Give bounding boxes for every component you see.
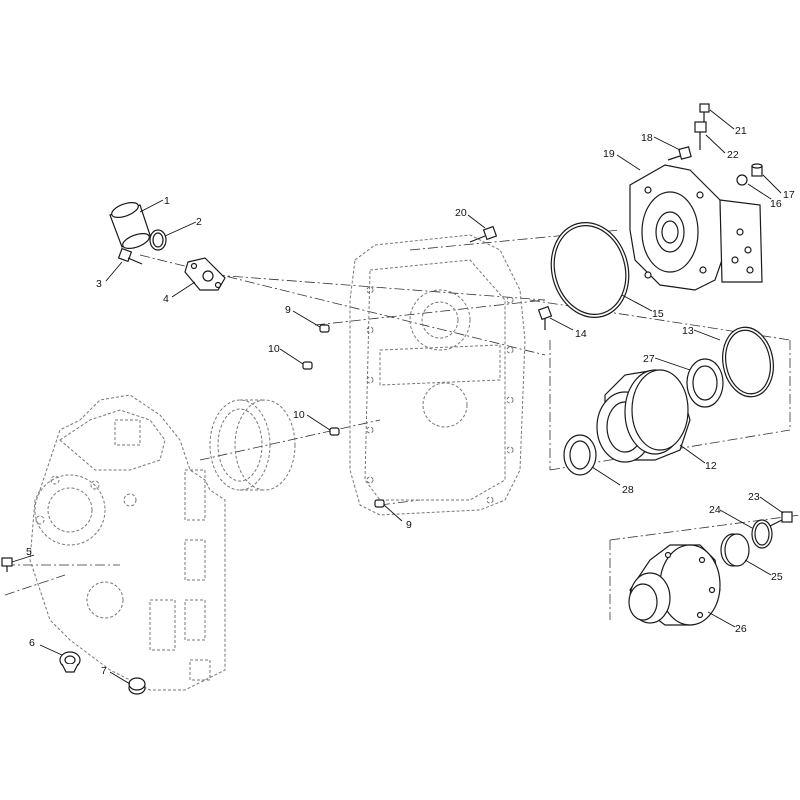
callout-12: 12 bbox=[705, 460, 717, 472]
callout-2: 2 bbox=[196, 216, 202, 228]
part-cap-7 bbox=[128, 677, 146, 695]
callout-16: 16 bbox=[770, 198, 782, 210]
part-fitting-22 bbox=[694, 121, 707, 150]
part-bolt-14 bbox=[537, 305, 553, 330]
callout-labels: 1 2 3 4 5 6 7 9 9 10 10 12 13 14 15 16 1… bbox=[26, 125, 795, 677]
part-bearing-retainer bbox=[596, 369, 691, 463]
part-bearing-27 bbox=[686, 358, 724, 408]
part-fitting-17 bbox=[751, 163, 763, 177]
callout-22: 22 bbox=[727, 149, 739, 161]
part-oring-24 bbox=[751, 519, 773, 549]
callout-15: 15 bbox=[652, 308, 664, 320]
callout-28: 28 bbox=[622, 484, 634, 496]
part-bolt-3 bbox=[117, 247, 143, 265]
part-bolt-20 bbox=[469, 225, 498, 243]
callout-10-bottom: 10 bbox=[293, 409, 305, 421]
callout-13: 13 bbox=[682, 325, 694, 337]
callout-19: 19 bbox=[603, 148, 615, 160]
part-sleeve bbox=[109, 202, 151, 249]
part-plug-6 bbox=[59, 651, 81, 673]
callout-25: 25 bbox=[771, 571, 783, 583]
part-fitting-16 bbox=[736, 174, 748, 186]
part-fitting-5 bbox=[1, 557, 13, 572]
callout-9-top: 9 bbox=[285, 304, 291, 316]
callout-23: 23 bbox=[748, 491, 760, 503]
part-oring-small bbox=[149, 229, 167, 251]
callout-27: 27 bbox=[643, 353, 655, 365]
callout-4: 4 bbox=[163, 293, 169, 305]
part-flange-plate bbox=[184, 257, 226, 291]
callout-9-bottom: 9 bbox=[406, 519, 412, 531]
part-seal-28 bbox=[563, 434, 597, 476]
callout-18: 18 bbox=[641, 132, 653, 144]
callout-17: 17 bbox=[783, 189, 795, 201]
callout-24: 24 bbox=[709, 504, 721, 516]
callout-5: 5 bbox=[26, 546, 32, 558]
callout-3: 3 bbox=[96, 278, 102, 290]
callout-14: 14 bbox=[575, 328, 587, 340]
center-housing bbox=[349, 234, 526, 516]
part-washer-25 bbox=[720, 533, 750, 567]
leader-lines bbox=[11, 109, 784, 685]
front-housing bbox=[29, 394, 226, 691]
callout-10-top: 10 bbox=[268, 343, 280, 355]
part-cover-housing bbox=[629, 164, 763, 291]
part-oring-large bbox=[550, 222, 630, 318]
callout-21: 21 bbox=[735, 125, 747, 137]
part-oring-13 bbox=[722, 326, 774, 398]
dowel-pins bbox=[302, 324, 385, 508]
part-output-flange bbox=[628, 544, 721, 626]
callout-20: 20 bbox=[455, 207, 467, 219]
part-bolt-23 bbox=[769, 511, 793, 527]
callout-1: 1 bbox=[164, 195, 170, 207]
callout-6: 6 bbox=[29, 637, 35, 649]
part-bolt-18 bbox=[667, 146, 692, 161]
callout-7: 7 bbox=[101, 665, 107, 677]
callout-26: 26 bbox=[735, 623, 747, 635]
ring-gear bbox=[209, 399, 296, 491]
